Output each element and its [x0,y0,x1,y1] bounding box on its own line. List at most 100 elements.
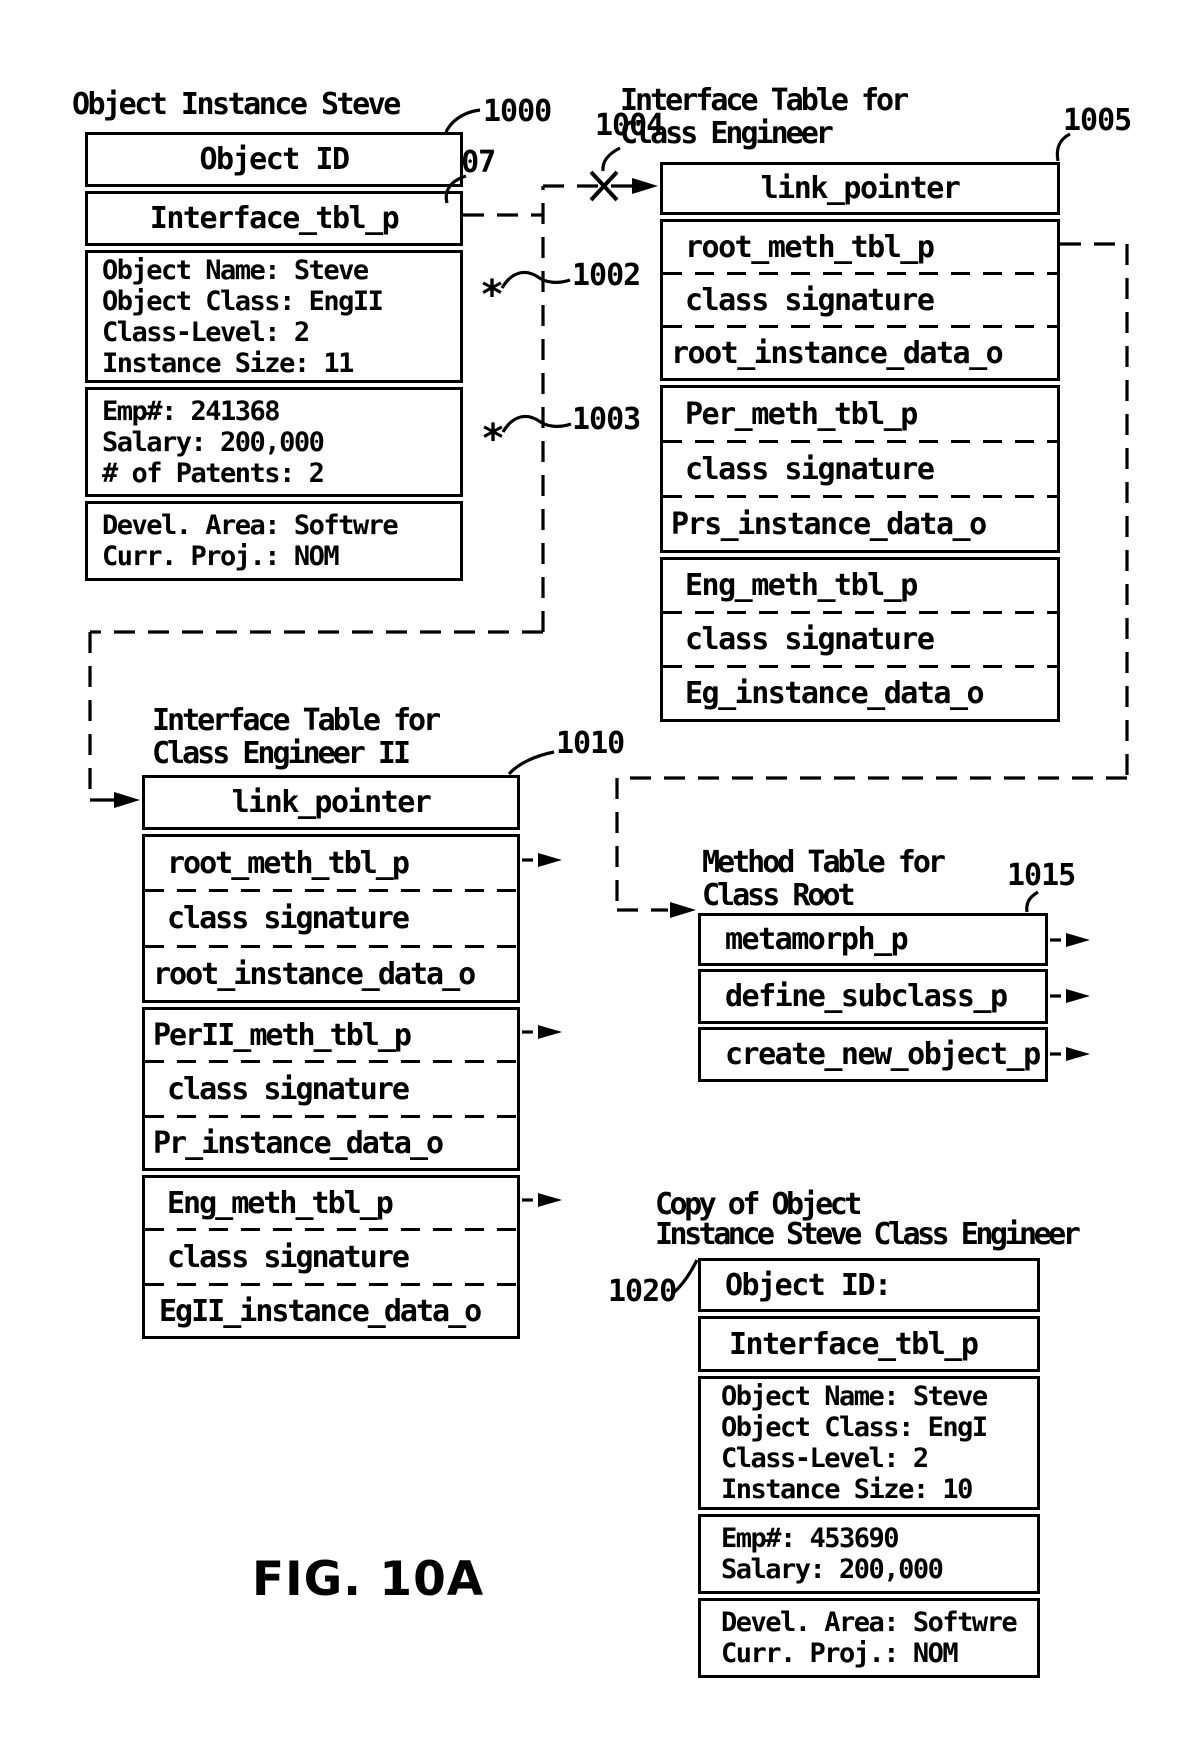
engineer-eng-sig-row: class signature [685,622,935,657]
method-create-new-object-cell: create_new_object_p [698,1027,1048,1082]
engineer2-root-group: root_meth_tbl_p class signature root_ins… [142,834,520,1003]
copy-object-id-cell: Object ID: [698,1258,1040,1312]
steve-curr-proj: Curr. Proj.: NOM [102,541,340,572]
stub-arrow-engineer2-per-meth [522,1025,562,1039]
copy-curr-proj: Curr. Proj.: NOM [721,1638,959,1669]
engineer2-table-title: Interface Table for Class Engineer II [152,703,441,771]
engineer-link-pointer-text: link_pointer [760,171,961,206]
copy-object-id-text: Object ID: [725,1267,892,1303]
engineer-per-meth-row: Per_meth_tbl_p [685,396,918,432]
engineer2-table-title-line2: Class Engineer II [152,736,411,771]
callout-curve-1005 [1055,132,1071,162]
engineer-person-group: Per_meth_tbl_p class signature Prs_insta… [660,385,1060,553]
engineer2-link-pointer-cell: link_pointer [142,775,520,830]
engineer2-root-meth-row: root_meth_tbl_p [167,845,410,881]
copy-object-title-line1: Copy of Object [655,1187,862,1222]
method-table-title-line2: Class Root [702,878,856,913]
engineer-per-sig-row: class signature [685,451,935,487]
copy-attr-class-level: Class-Level: 2 [721,1443,929,1474]
steve-devel-cell: Devel. Area: Softwre Curr. Proj.: NOM [85,501,463,581]
engineer2-eng-sig-row: class signature [167,1239,410,1275]
dashed-separator [663,611,1057,614]
engineer2-person-group: PerII_meth_tbl_p class signature Pr_inst… [142,1007,520,1171]
object-instance-steve-title: Object Instance Steve [72,87,401,122]
method-table-title: Method Table for Class Root [702,845,946,913]
copy-emp-number: Emp#: 453690 [721,1523,900,1554]
engineer2-eng-group: Eng_meth_tbl_p class signature EgII_inst… [142,1175,520,1339]
engineer-root-sig-row: class signature [685,282,935,318]
dashed-separator [145,1060,517,1063]
arrowhead-into-1010 [114,792,140,808]
stub-arrow-create-new-object [1050,1047,1090,1061]
severed-link-x-icon [589,170,619,202]
engineer2-table-title-line1: Interface Table for [152,703,441,738]
engineer-root-meth-row: root_meth_tbl_p [685,229,935,265]
method-table-title-line1: Method Table for [702,845,946,880]
ref-1004: 1004 [595,108,664,143]
squiggle-1002 [500,270,571,289]
engineer2-per-data-row: Pr_instance_data_o [153,1125,444,1161]
copy-attr-name: Object Name: Steve [721,1381,988,1412]
asterisk-1002-icon: * [480,272,505,318]
stub-arrow-engineer2-root-meth [522,853,562,867]
engineer2-link-pointer-text: link_pointer [231,785,432,820]
copy-interface-tbl-p-text: Interface_tbl_p [729,1326,979,1362]
dashed-separator [663,665,1057,668]
copy-object-title: Copy of Object Instance Steve Class Engi… [655,1187,1081,1250]
dashed-separator [663,325,1057,328]
engineer2-per-sig-row: class signature [167,1071,410,1107]
engineer-eng-data-row: Eg_instance_data_o [685,676,985,711]
engineer2-eng-meth-row: Eng_meth_tbl_p [167,1185,394,1221]
stub-arrow-metamorph [1050,933,1090,947]
dashed-separator [663,440,1057,443]
copy-attr-instance-size: Instance Size: 10 [721,1474,973,1505]
engineer2-root-data-row: root_instance_data_o [153,956,476,992]
ref-1010: 1010 [556,726,625,761]
engineer-link-pointer-cell: link_pointer [660,162,1060,215]
copy-employee-cell: Emp#: 453690 Salary: 200,000 [698,1514,1040,1594]
engineer2-root-sig-row: class signature [167,901,410,936]
ref-1005: 1005 [1063,103,1132,138]
method-metamorph-cell: metamorph_p [698,913,1048,966]
engineer-table-title: Interface Table for Class Engineer [620,84,909,151]
copy-interface-tbl-p-cell: Interface_tbl_p [698,1316,1040,1372]
dashed-separator [663,272,1057,275]
ref-1003: 1003 [572,402,641,437]
steve-attr-name: Object Name: Steve [102,254,369,286]
copy-devel-cell: Devel. Area: Softwre Curr. Proj.: NOM [698,1598,1040,1678]
stub-arrow-define-subclass [1050,989,1090,1003]
steve-attributes-cell: Object Name: Steve Object Class: EngII C… [85,250,463,383]
engineer-eng-group: Eng_meth_tbl_p class signature Eg_instan… [660,557,1060,722]
steve-devel-area: Devel. Area: Softwre [102,510,399,541]
dashed-separator [663,495,1057,498]
engineer-table-title-line2: Class Engineer [620,116,834,151]
squiggle-1003 [501,414,572,433]
method-create-new-object-text: create_new_object_p [725,1037,1041,1072]
engineer2-per-meth-row: PerII_meth_tbl_p [153,1017,412,1053]
ref-1002: 1002 [572,258,641,293]
figure-label: FIG. 10A [252,1552,485,1607]
steve-attr-class: Object Class: EngII [102,285,384,317]
engineer-root-group: root_meth_tbl_p class signature root_ins… [660,219,1060,381]
asterisk-1003-icon: * [481,416,506,462]
callout-curve-1010 [507,750,555,776]
ref-1000: 1000 [483,94,552,129]
ref-1020: 1020 [608,1274,677,1309]
steve-emp-number: Emp#: 241368 [102,395,281,427]
dashed-separator [145,945,517,948]
steve-patents: # of Patents: 2 [102,457,325,489]
arrowhead-into-1005 [632,178,658,194]
engineer-per-data-row: Prs_instance_data_o [671,506,987,542]
copy-devel-area: Devel. Area: Softwre [721,1607,1018,1638]
method-metamorph-text: metamorph_p [725,922,909,957]
dashed-separator [145,1283,517,1286]
engineer-root-data-row: root_instance_data_o [671,335,1004,371]
ref-1015: 1015 [1007,858,1076,893]
steve-attr-class-level: Class-Level: 2 [102,316,310,348]
copy-salary: Salary: 200,000 [721,1554,944,1585]
callout-curve-1004 [601,146,621,172]
arrowhead-into-1015 [670,902,696,918]
method-define-subclass-cell: define_subclass_p [698,969,1048,1024]
callout-curve-1000 [444,108,481,133]
